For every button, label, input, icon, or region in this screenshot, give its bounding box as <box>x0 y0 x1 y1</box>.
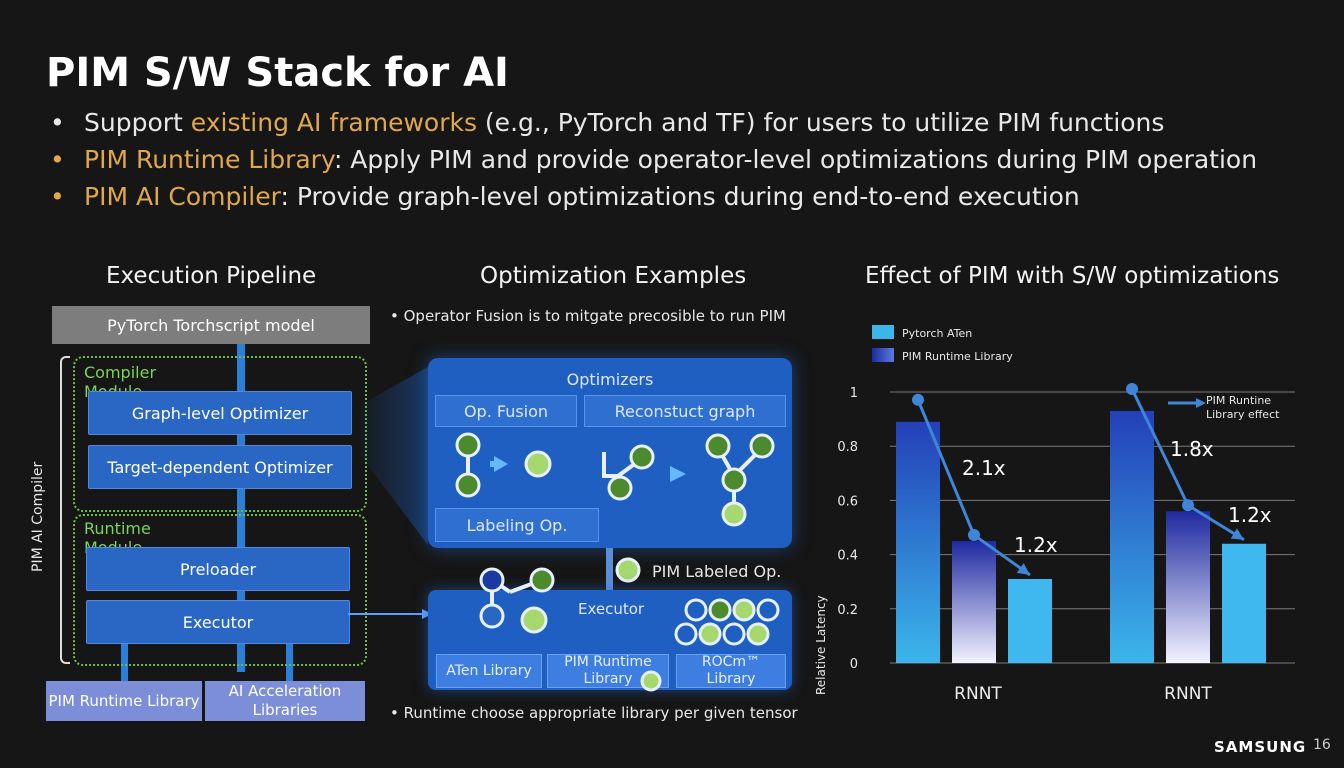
y-tick-label-5: 1 <box>850 386 858 401</box>
target-dependent-optimizer-label: Target-dependent Optimizer <box>107 457 333 477</box>
arrow-head-2 <box>1230 528 1244 540</box>
labeling-op-box: Labeling Op. <box>435 508 599 542</box>
lib1-connector <box>121 642 128 682</box>
preloader-label: Preloader <box>179 559 257 579</box>
pim-ai-compiler-side-label: PIM AI Compiler <box>30 461 46 572</box>
graph-level-optimizer-label: Graph-level Optimizer <box>131 403 309 423</box>
y-tick-label-0: 0 <box>850 657 858 672</box>
aten-library-label: ATen Library <box>446 662 532 679</box>
latency-chart: Pytorch ATen PIM Runtime Library Relativ… <box>814 325 1295 704</box>
x-tick-label-2: RNNT <box>1164 684 1212 704</box>
page-title: PIM S/W Stack for AI <box>46 50 509 96</box>
pipeline-spine <box>237 344 245 672</box>
op-fusion-graph <box>455 432 552 498</box>
pim-labeled-op-icon <box>615 557 641 583</box>
y-axis-label: Relative Latency <box>814 595 828 695</box>
zoom-glow <box>360 367 428 545</box>
reconstruct-graph-box: Reconstuct graph <box>584 395 786 427</box>
op-fusion-label: Op. Fusion <box>463 401 549 421</box>
pim-op-marker-icon <box>640 670 662 692</box>
preloader-box: Preloader <box>86 547 350 591</box>
pim-runtime-library-exec-label: PIM Runtime Library <box>564 654 652 687</box>
lib2-connector <box>286 642 293 682</box>
executor-left-graph <box>479 567 555 634</box>
arrow-head-1 <box>1016 563 1030 575</box>
x-tick-label-1: RNNT <box>954 684 1002 704</box>
rocm-library-label: ROCm™ Library <box>701 654 761 687</box>
pim-labeled-op-label: PIM Labeled Op. <box>652 562 782 581</box>
annotation-1-2x-a: 1.2x <box>1014 533 1058 557</box>
executor-link-arrowhead <box>422 609 432 619</box>
legend-swatch-aten <box>872 325 894 339</box>
annotation-1-8x: 1.8x <box>1170 437 1214 461</box>
reconstruct-graph-label: Reconstuct graph <box>614 401 756 421</box>
y-tick-label-3: 0.6 <box>837 494 858 509</box>
labeling-op-label: Labeling Op. <box>466 515 568 535</box>
executor-panel-title: Executor <box>578 600 645 618</box>
bullet-2-highlight: PIM Runtime Library <box>84 145 334 174</box>
bullet-1-text: Support <box>84 108 191 137</box>
bar-g1-s3 <box>1008 578 1052 663</box>
legend-swatch-pim <box>872 348 894 362</box>
bar-g2-s1 <box>1110 410 1154 663</box>
chart-heading: Effect of PIM with S/W optimizations <box>865 263 1280 289</box>
bar-g1-s2 <box>952 541 996 663</box>
optimizers-executor-connector <box>606 548 613 592</box>
graph-level-optimizer-box: Graph-level Optimizer <box>88 391 352 435</box>
aten-library-box: ATen Library <box>436 654 542 688</box>
torchscript-model-box: PyTorch Torchscript model <box>52 306 370 344</box>
annotation-2-1x: 2.1x <box>962 456 1006 480</box>
y-tick-label-1: 0.2 <box>837 603 858 618</box>
y-tick-label-2: 0.4 <box>837 549 858 564</box>
bar-g2-s2 <box>1166 511 1210 663</box>
chart-arrows <box>912 382 1245 577</box>
pipeline-heading: Execution Pipeline <box>106 263 317 289</box>
rocm-library-box: ROCm™ Library <box>676 654 786 688</box>
y-tick-label-4: 0.8 <box>837 440 858 455</box>
executor-tensor-grid <box>674 598 780 646</box>
runtime-module-frame <box>73 514 367 666</box>
optimizer-graphs <box>455 432 775 527</box>
pipeline-to-optimization-connectors <box>348 367 432 619</box>
page-number: 16 <box>1313 737 1331 753</box>
bar-g1-s1 <box>896 421 940 663</box>
ai-acceleration-libraries-label: AI Acceleration Libraries <box>228 682 342 719</box>
annotation-1-2x-b: 1.2x <box>1228 503 1272 527</box>
reconstruct-graph-diagram <box>602 433 775 527</box>
effect-legend-label: PIM Runtine Library effect <box>1206 394 1280 421</box>
executor-label: Executor <box>182 612 254 632</box>
legend-label-aten: Pytorch ATen <box>902 327 972 340</box>
chart-bars <box>896 410 1266 663</box>
legend-label-pim: PIM Runtime Library <box>902 350 1013 363</box>
bullet-1-highlight: existing AI frameworks <box>190 108 477 137</box>
bar-g2-s3 <box>1222 543 1266 663</box>
torchscript-model-label: PyTorch Torchscript model <box>107 315 315 335</box>
bullet-2-rest: : Apply PIM and provide operator-level o… <box>333 145 1258 174</box>
arrow-line-a-2 <box>1130 388 1190 506</box>
op-fusion-box: Op. Fusion <box>435 395 577 427</box>
bullet-1: •Support existing AI frameworks (e.g., P… <box>50 108 1165 137</box>
ai-acceleration-libraries-box: AI Acceleration Libraries <box>205 681 365 721</box>
effect-legend-arrowhead <box>1196 398 1206 408</box>
bullet-1-rest: (e.g., PyTorch and TF) for users to util… <box>476 108 1165 137</box>
arrow-line-a-1 <box>916 399 976 536</box>
pim-runtime-library-box: PIM Runtime Library <box>46 681 202 721</box>
bullet-3-highlight: PIM AI Compiler <box>84 182 281 211</box>
samsung-logo: SAMSUNG <box>1214 738 1307 756</box>
target-dependent-optimizer-box: Target-dependent Optimizer <box>88 445 352 489</box>
bullet-3: •PIM AI Compiler: Provide graph-level op… <box>50 182 1080 211</box>
compiler-bracket <box>60 356 70 664</box>
optimization-heading: Optimization Examples <box>480 263 747 289</box>
bullet-3-rest: : Provide graph-level optimizations duri… <box>280 182 1080 211</box>
pim-runtime-library-label: PIM Runtime Library <box>48 691 200 710</box>
optimizers-title: Optimizers <box>566 370 654 389</box>
note-operator-fusion: • Operator Fusion is to mitgate precosib… <box>390 307 786 325</box>
executor-box: Executor <box>86 600 350 644</box>
bullet-2: •PIM Runtime Library: Apply PIM and prov… <box>50 145 1258 174</box>
note-runtime-library: • Runtime choose appropriate library per… <box>390 704 798 722</box>
